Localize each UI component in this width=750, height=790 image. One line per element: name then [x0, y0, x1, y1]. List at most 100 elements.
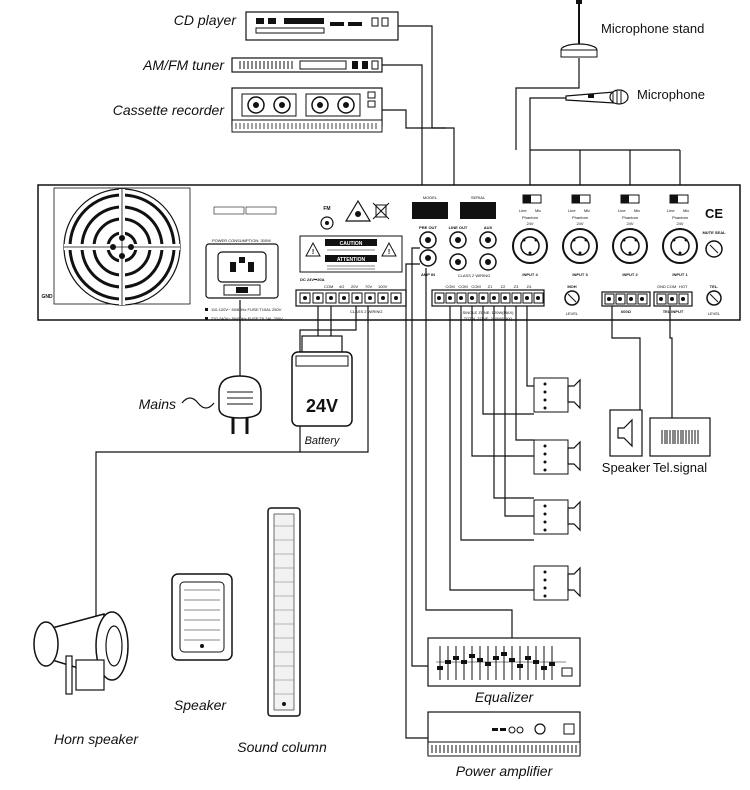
phantom-label-4: Phantom: [522, 215, 539, 220]
paging-speaker-device: [609, 409, 643, 457]
tuner-label: AM/FM tuner: [142, 57, 225, 73]
mute-seal-knob: [705, 240, 723, 258]
sound-column-label: Sound column: [237, 739, 327, 755]
fuse-text-1: 110-120V~ 50/60Hz FUSE:T10AL 250V: [211, 307, 282, 312]
power-amplifier-device: [427, 711, 581, 757]
level-label-left: LEVEL: [566, 311, 579, 316]
sound-column-device: [267, 507, 301, 717]
input4-label: INPUT 4: [522, 272, 538, 277]
power-consumption-text: POWER CONSUMPTION: 300W: [212, 238, 271, 243]
battery-voltage: 24V: [306, 396, 338, 416]
paging-terminal-block: [601, 291, 651, 307]
phantom-label-2: Phantom: [622, 215, 639, 220]
tel-signal-device: [649, 417, 711, 457]
mains-plug-device: [181, 375, 262, 434]
input1-label: INPUT 1: [672, 272, 688, 277]
tel-label: TEL.: [710, 284, 719, 289]
battery-label: Battery: [305, 435, 341, 447]
term-70v: 70V: [365, 284, 372, 289]
term-100v: 100V: [378, 284, 388, 289]
single-zone-text: SINGLE ZONE: 120W(MAX): [463, 310, 515, 315]
equalizer-device: [427, 637, 581, 687]
battery-device: [291, 335, 353, 427]
mic-input-1: [662, 194, 698, 264]
mic-label-1: Mic: [683, 208, 689, 213]
moh-label: MOH: [567, 284, 576, 289]
fm-label: FM: [323, 206, 330, 212]
serial-label: SERIAL: [471, 195, 486, 200]
box-speaker-device: [171, 573, 233, 661]
serial-plate: [460, 202, 496, 219]
tel-input-terminal-block: [653, 291, 693, 307]
mic-label-4: Mic: [535, 208, 541, 213]
fm-antenna-jack: [320, 216, 334, 230]
moh-level-knob: [564, 290, 580, 306]
microphone-label: Microphone: [637, 87, 705, 102]
aux-label: AUX: [484, 225, 493, 230]
input2-label: INPUT 2: [622, 272, 638, 277]
pre-out-label: PRE OUT: [419, 225, 437, 230]
dc-label: DC 24V⎓20A: [300, 277, 325, 282]
line-label-3: Line: [568, 208, 576, 213]
phantom-label-1: Phantom: [672, 215, 689, 220]
cassette-label: Cassette recorder: [113, 102, 226, 118]
power-amplifier-label: Power amplifier: [456, 763, 554, 779]
weee-bin-icon: [372, 202, 390, 220]
zone-z3: Z3: [514, 284, 519, 289]
speaker-bottom-label: Speaker: [174, 697, 227, 713]
level-label-right: LEVEL: [708, 311, 721, 316]
dc-output-terminal-block: [295, 289, 407, 307]
caution-block: ! !: [299, 235, 403, 273]
model-plate: [412, 202, 448, 219]
phantom-v-label-1: 24V: [676, 221, 683, 226]
line-label-4: Line: [519, 208, 527, 213]
tuner-device: [231, 57, 383, 73]
fan-grille: [63, 188, 181, 306]
total-zone-text: TOTAL ZONE: 240W(MAX): [464, 316, 513, 321]
mains-label: Mains: [139, 396, 176, 412]
rca-jacks: [419, 231, 497, 271]
class2-wiring-left: CLASS 2 WIRING: [350, 309, 382, 314]
phantom-v-label-3: 24V: [576, 221, 583, 226]
mic-input-2: [612, 194, 648, 264]
wires-sources: [382, 25, 681, 190]
line-label-2: Line: [618, 208, 626, 213]
com-tel-label: COM: [667, 284, 676, 289]
horn-speaker-device: [33, 611, 129, 695]
cd-player-label: CD player: [174, 12, 238, 28]
cassette-device: [231, 87, 383, 133]
microphone-device: [565, 89, 629, 105]
attention-label: ATTENTION: [337, 257, 366, 263]
zone-com-3: COM: [471, 284, 480, 289]
phantom-v-label-2: 24V: [626, 221, 633, 226]
mute-seal-label: MUTE SEAL: [702, 230, 726, 235]
line-out-label: LINE OUT: [449, 225, 468, 230]
equalizer-label: Equalizer: [475, 689, 535, 705]
zone-speaker-3: [533, 499, 581, 535]
model-label: MODEL: [423, 195, 438, 200]
svg-text:!: !: [312, 249, 314, 256]
fuse-text-2: 220-240V~ 50/60Hz FUSE:T6.3AL 250V: [211, 316, 283, 321]
paging-600-label: 600Ω: [621, 309, 632, 314]
class2-wiring-right: CLASS 2 WIRING: [458, 273, 490, 278]
term-20v: 20V: [351, 284, 358, 289]
tel-signal-label: Tel.signal: [653, 460, 707, 475]
zone-speaker-4: [533, 565, 581, 601]
power-section: [205, 206, 279, 320]
com-terminal-label: COM: [324, 284, 333, 289]
zone-z2: Z2: [501, 284, 506, 289]
phantom-v-label-4: 24V: [526, 221, 533, 226]
mic-label-2: Mic: [634, 208, 640, 213]
line-label-1: Line: [667, 208, 675, 213]
caution-label: CAUTION: [340, 241, 363, 247]
ce-mark: CE: [705, 206, 723, 221]
speaker-right-label: Speaker: [602, 460, 651, 475]
zone-com-2: COM: [458, 284, 467, 289]
microphone-stand-device: [560, 0, 598, 58]
mic-label-3: Mic: [584, 208, 590, 213]
svg-text:!: !: [388, 249, 390, 256]
microphone-stand-label: Microphone stand: [601, 21, 704, 36]
tel-level-knob: [706, 290, 722, 306]
mic-input-3: [562, 194, 598, 264]
hot-terminal-label: HOT: [679, 284, 688, 289]
